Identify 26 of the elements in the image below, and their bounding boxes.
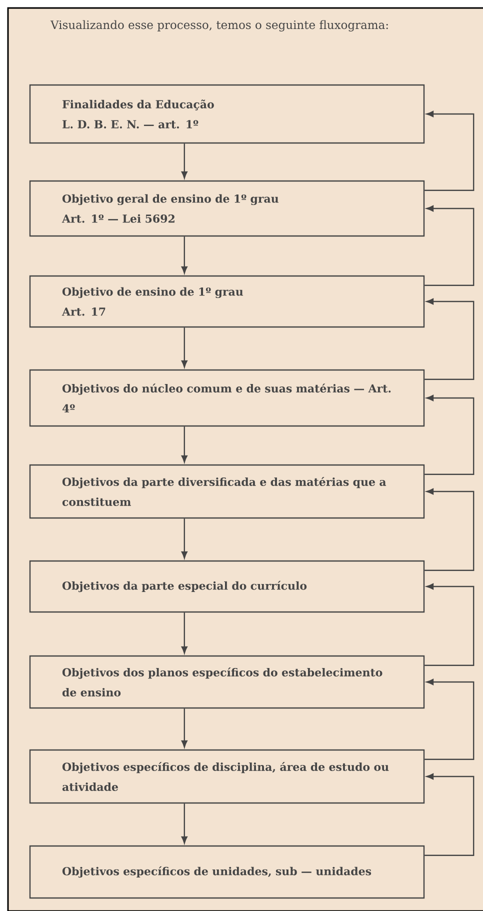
arrow xyxy=(181,518,188,559)
arrow xyxy=(181,708,188,748)
process-box: Objetivos específicos de disciplina, área de estudo ou atividade xyxy=(29,749,425,804)
feedback-arrow xyxy=(424,488,474,571)
arrow xyxy=(181,804,188,844)
process-box: Objetivos da parte especial do currículo xyxy=(29,560,425,613)
intro-paragraph: Visualizando esse processo, temos o seguinte fluxograma: xyxy=(50,20,388,32)
feedback-arrow xyxy=(424,773,474,856)
process-box: Objetivos dos planos específicos do estabelecimento de ensino xyxy=(29,655,425,709)
arrow xyxy=(181,236,188,274)
process-box: Objetivo de ensino de 1º grau Art. 17 xyxy=(29,275,425,328)
arrow xyxy=(181,144,188,179)
process-box: Finalidades da Educação L. D. B. E. N. — art. 1º xyxy=(29,84,425,144)
feedback-arrow xyxy=(424,583,474,666)
process-box: Objetivos específicos de unidades, sub — unidades xyxy=(29,845,425,899)
feedback-arrow xyxy=(424,205,474,286)
arrow xyxy=(181,612,188,654)
process-box: Objetivo geral de ensino de 1º grau Art. 1º — Lei 5692 xyxy=(29,180,425,237)
feedback-arrow xyxy=(424,110,474,191)
feedback-arrow xyxy=(424,394,474,475)
process-box: Objetivos do núcleo comum e de suas matérias — Art. 4º xyxy=(29,369,425,427)
process-box: Objetivos da parte diversificada e das matérias que a constituem xyxy=(29,464,425,519)
arrow xyxy=(181,328,188,368)
feedback-arrow xyxy=(424,678,474,760)
feedback-arrow xyxy=(424,298,474,380)
arrow xyxy=(181,426,188,463)
